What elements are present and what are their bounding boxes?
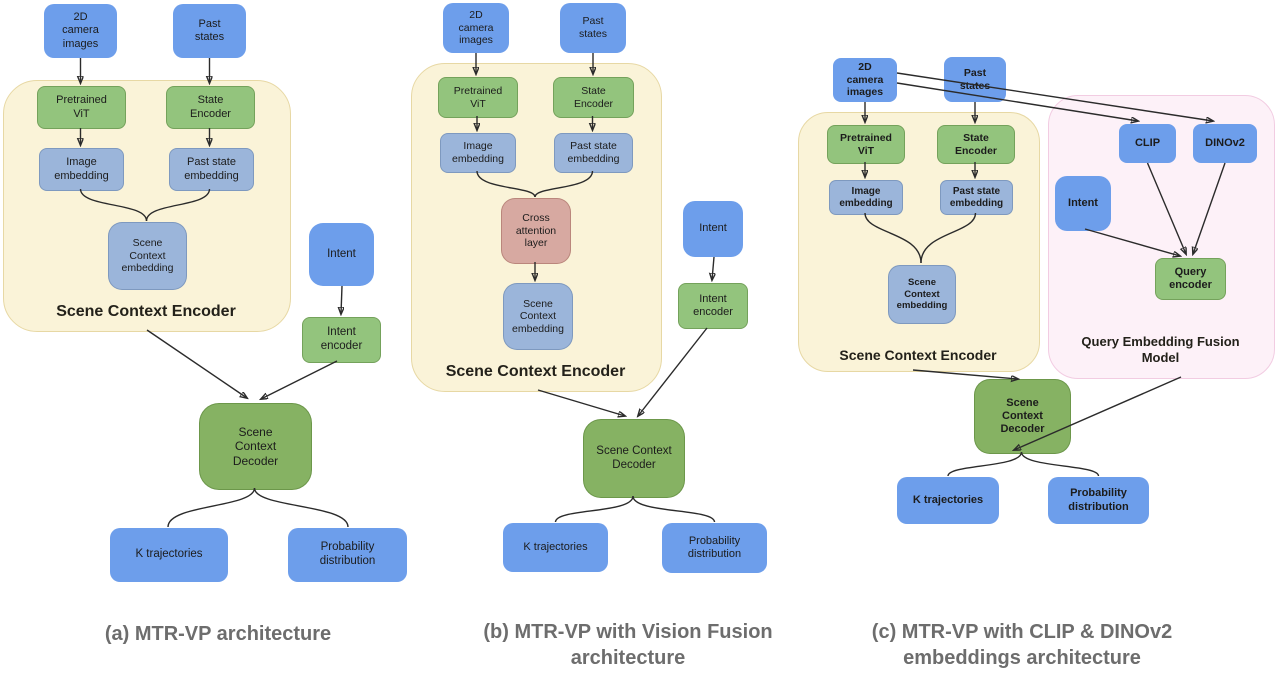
panel-c-past-state-embedding-node: Past state embedding (940, 180, 1013, 215)
panel-b-camera-images-node: 2D camera images (443, 3, 509, 53)
panel-a-camera-images-node: 2D camera images (44, 4, 117, 58)
panel-b-intent-node: Intent (683, 201, 743, 257)
panel-a-intent-encoder-node: Intent encoder (302, 317, 381, 363)
panel-c-k-trajectories-node: K trajectories (897, 477, 999, 524)
panel-a-scene-context-decoder-node: Scene Context Decoder (199, 403, 312, 490)
panel-c-fusion-group-label: Query Embedding Fusion Model (1081, 334, 1240, 366)
panel-b-past-states-node: Past states (560, 3, 626, 53)
panel-a-image-embedding-node: Image embedding (39, 148, 124, 191)
panel-b-scene-context-embedding-node: Scene Context embedding (503, 283, 573, 350)
panel-c-pretrained-vit-node: Pretrained ViT (827, 125, 905, 164)
panel-c-clip-node: CLIP (1119, 124, 1176, 163)
panel-c-scene-context-embedding-node: Scene Context embedding (888, 265, 956, 324)
panel-b-pretrained-vit-node: Pretrained ViT (438, 77, 518, 118)
panel-a-probability-distribution-node: Probability distribution (288, 528, 407, 582)
panel-a-caption: (a) MTR-VP architecture (104, 623, 332, 645)
panel-b-k-trajectories-node: K trajectories (503, 523, 608, 572)
panel-b-past-state-embedding-node: Past state embedding (554, 133, 633, 173)
panel-c-dinov2-node: DINOv2 (1193, 124, 1257, 163)
panel-b-image-embedding-node: Image embedding (440, 133, 516, 173)
panel-c-encoder-group-label: Scene Context Encoder (839, 347, 997, 363)
panel-c-past-states-node: Past states (944, 57, 1006, 102)
panel-c-camera-images-node: 2D camera images (833, 58, 897, 102)
panel-b-probability-distribution-node: Probability distribution (662, 523, 767, 573)
panel-a-scene-context-embedding-node: Scene Context embedding (108, 222, 187, 290)
panel-b-encoder-group-label: Scene Context Encoder (445, 363, 626, 380)
panel-a-k-trajectories-node: K trajectories (110, 528, 228, 582)
panel-c-caption: (c) MTR-VP with CLIP & DINOv2 embeddings… (871, 621, 1173, 669)
panel-a-encoder-group-label: Scene Context Encoder (56, 303, 236, 320)
panel-c-image-embedding-node: Image embedding (829, 180, 903, 215)
panel-c-scene-context-decoder-node: Scene Context Decoder (974, 379, 1071, 454)
panel-a-past-states-node: Past states (173, 4, 246, 58)
panel-b-caption: (b) MTR-VP with Vision Fusion architectu… (483, 621, 773, 669)
panel-a-pretrained-vit-node: Pretrained ViT (37, 86, 126, 129)
panel-c-state-encoder-node: State Encoder (937, 125, 1015, 164)
panel-b-scene-context-decoder-node: Scene Context Decoder (583, 419, 685, 498)
panel-a-past-state-embedding-node: Past state embedding (169, 148, 254, 191)
panel-c-probability-distribution-node: Probability distribution (1048, 477, 1149, 524)
panel-b-intent-encoder-node: Intent encoder (678, 283, 748, 329)
panel-a-intent-node: Intent (309, 223, 374, 286)
panel-c-query-encoder-node: Query encoder (1155, 258, 1226, 300)
panel-c-intent-node: Intent (1055, 176, 1111, 231)
panel-a-state-encoder-node: State Encoder (166, 86, 255, 129)
panel-b-state-encoder-node: State Encoder (553, 77, 634, 118)
panel-b-cross-attention-layer-node: Cross attention layer (501, 198, 571, 264)
